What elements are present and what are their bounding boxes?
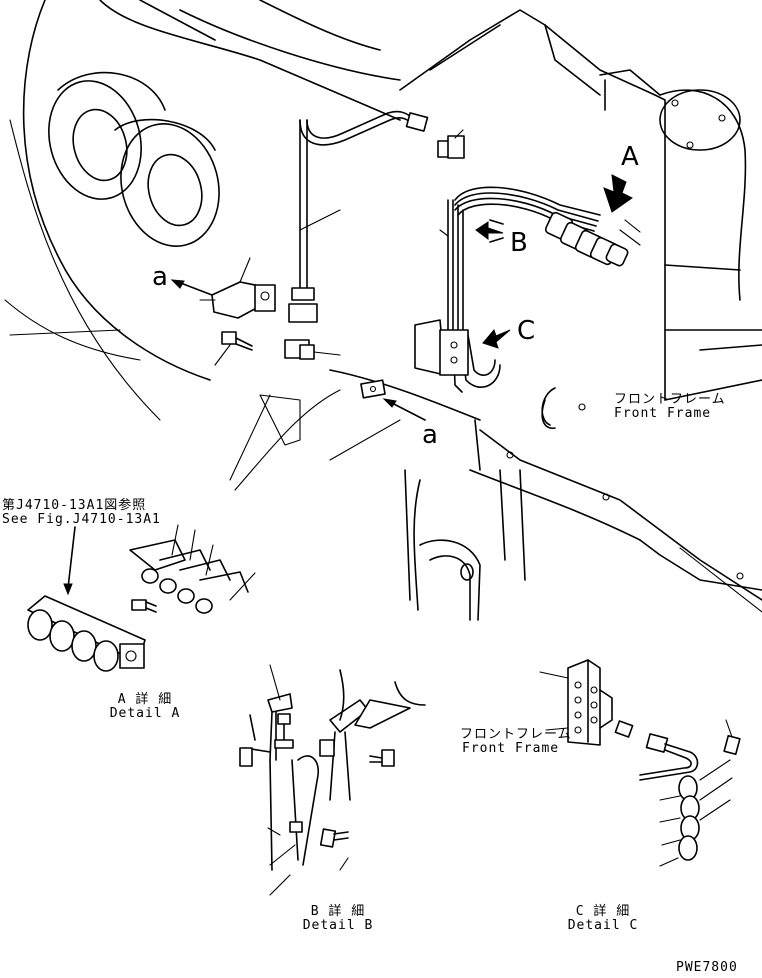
- reference-label-en: See Fig.J4710-13A1: [2, 512, 161, 527]
- detail-a-valve-block: [27, 526, 157, 672]
- detail-c-front-frame-jp: フロントフレーム: [460, 727, 572, 742]
- detail-c-title-jp: C 詳 細: [575, 904, 631, 919]
- callout-a-lower: a: [422, 420, 438, 450]
- hydraulic-pipe-upper: [288, 110, 429, 323]
- detail-a-title-en: Detail A: [109, 706, 181, 721]
- detail-a-fittings: [129, 524, 256, 614]
- manifold-block-main: [414, 319, 469, 376]
- valve-cluster-a: [544, 211, 641, 267]
- callout-A: A: [621, 142, 639, 172]
- detail-b-bolts: [274, 713, 395, 848]
- frame-boss-right: [114, 118, 220, 247]
- detail-b-title-en: Detail B: [302, 918, 374, 933]
- arrow-a-upper: [170, 279, 213, 296]
- frame-boss-left: [48, 71, 166, 200]
- detail-b-title-jp: B 詳 細: [310, 904, 366, 919]
- reference-label-jp: 第J4710-13A1図参照: [2, 498, 147, 513]
- tee-fitting-upper: [437, 129, 465, 159]
- bolt-a: [214, 331, 253, 366]
- front-frame-label-en: Front Frame: [614, 406, 712, 421]
- front-frame-plate: [329, 9, 762, 613]
- arrow-C: [482, 328, 511, 349]
- bracket-a: [199, 257, 276, 319]
- detail-b-bracket-left: [239, 664, 320, 871]
- arrow-a-lower: [382, 398, 426, 421]
- detail-c-fittings: [614, 719, 741, 867]
- detail-c-manifold: [539, 659, 613, 746]
- arrow-A: [603, 174, 633, 213]
- detail-b-clamps: [267, 669, 426, 896]
- callout-a-upper: a: [152, 262, 168, 292]
- detail-c-title-en: Detail C: [567, 918, 639, 933]
- clamp-block: [360, 379, 386, 399]
- detail-c-front-frame-en: Front Frame: [462, 741, 560, 756]
- lower-frame: [229, 389, 526, 621]
- frame-body-outline: [4, 0, 401, 421]
- front-frame-label-jp: フロントフレーム: [614, 392, 726, 407]
- drawing-code: PWE7800: [676, 960, 738, 975]
- callout-B: B: [510, 228, 528, 258]
- callout-C: C: [517, 316, 536, 346]
- detail-a-title-jp: A 詳 細: [117, 692, 173, 707]
- elbow-fitting: [284, 339, 341, 360]
- arrow-B: [475, 219, 504, 243]
